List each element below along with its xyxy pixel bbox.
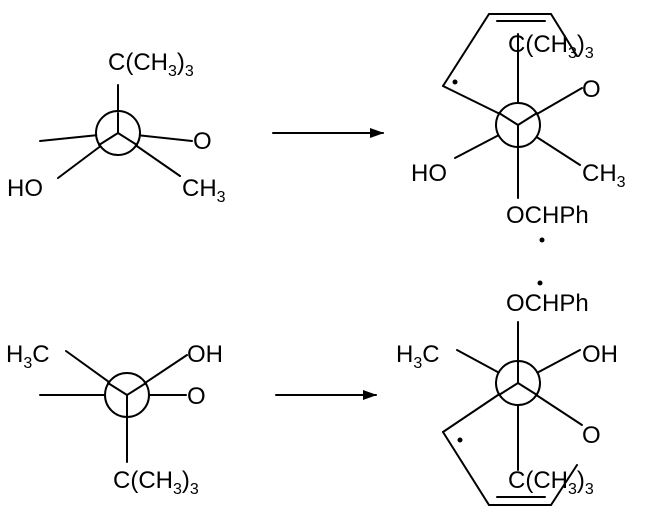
label-oxygen: O [193, 128, 212, 155]
front-bond-upper-right [517, 112, 538, 126]
label-benzyloxy: OCHPh [506, 202, 589, 229]
newman-top-right: C(CH3)3 O HO CH3 OCHPh [411, 13, 626, 243]
newman-bottom-left: H3C OH O C(CH3)3 [6, 341, 223, 498]
newman-top-left: C(CH3)3 O HO CH3 [7, 49, 226, 206]
front-bond-lower-right [517, 382, 538, 396]
front-bond-upper-left [498, 112, 519, 126]
front-bond-lower-left [498, 382, 519, 396]
label-tert-butyl: C(CH3)3 [508, 467, 594, 498]
label-hydroxyl: HO [7, 175, 43, 202]
front-bond-upper-right [126, 382, 147, 396]
label-oxygen: O [187, 383, 206, 410]
label-methyl: CH3 [582, 160, 626, 191]
label-benzyloxy: OCHPh [506, 290, 589, 317]
ring-lower-bonds [442, 431, 578, 506]
radical-dot [537, 280, 543, 286]
label-ring-oxygen: O [582, 76, 601, 103]
label-ring-oxygen: O [582, 422, 601, 449]
front-bond-left [98, 132, 119, 146]
label-hydroxyl: HO [411, 160, 447, 187]
label-hydroxyl: OH [582, 341, 618, 368]
radical-dot [457, 437, 463, 443]
radical-dot [539, 237, 545, 243]
label-methyl: CH3 [182, 175, 226, 206]
label-tert-butyl: C(CH3)3 [113, 467, 199, 498]
front-bond-right [117, 132, 138, 146]
label-methyl: H3C [6, 341, 50, 372]
newman-bottom-right: OCHPh H3C OH O C(CH3)3 [396, 280, 618, 506]
ring-upper-bonds [442, 13, 578, 87]
label-methyl: H3C [396, 341, 440, 372]
ring-bond-radical-carbon [442, 85, 499, 114]
front-bond-upper-left [107, 382, 128, 396]
radical-dot [452, 79, 458, 85]
label-tert-butyl: C(CH3)3 [108, 49, 194, 80]
label-hydroxyl: OH [187, 341, 223, 368]
label-tert-butyl: C(CH3)3 [508, 31, 594, 62]
ring-bond-radical-carbon [442, 394, 499, 433]
